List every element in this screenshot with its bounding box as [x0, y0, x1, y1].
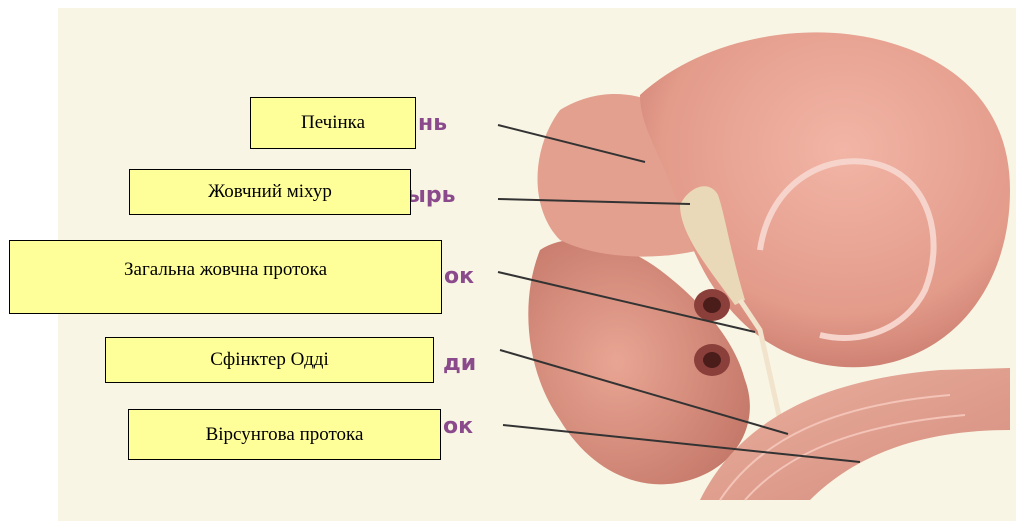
label-gallbladder: Жовчний міхур: [129, 169, 411, 215]
bg-text-5: ок: [443, 414, 473, 439]
label-sphincter-oddi-text: Сфінктер Одді: [210, 349, 328, 371]
label-liver-text: Печінка: [301, 112, 365, 134]
label-pancreatic-duct-text: Вірсунгова протока: [206, 424, 364, 446]
label-common-bile-duct: Загальна жовчна протока: [9, 240, 442, 314]
label-gallbladder-text: Жовчний міхур: [208, 181, 332, 203]
label-pancreatic-duct: Вірсунгова протока: [128, 409, 441, 460]
bg-text-3: ок: [444, 264, 474, 289]
label-sphincter-oddi: Сфінктер Одді: [105, 337, 434, 383]
bg-text-4: ди: [443, 351, 476, 376]
label-liver: Печінка: [250, 97, 416, 149]
bg-text-2: ырь: [406, 183, 456, 208]
label-common-bile-duct-text: Загальна жовчна протока: [124, 259, 327, 281]
bg-text-1: нь: [418, 111, 447, 136]
